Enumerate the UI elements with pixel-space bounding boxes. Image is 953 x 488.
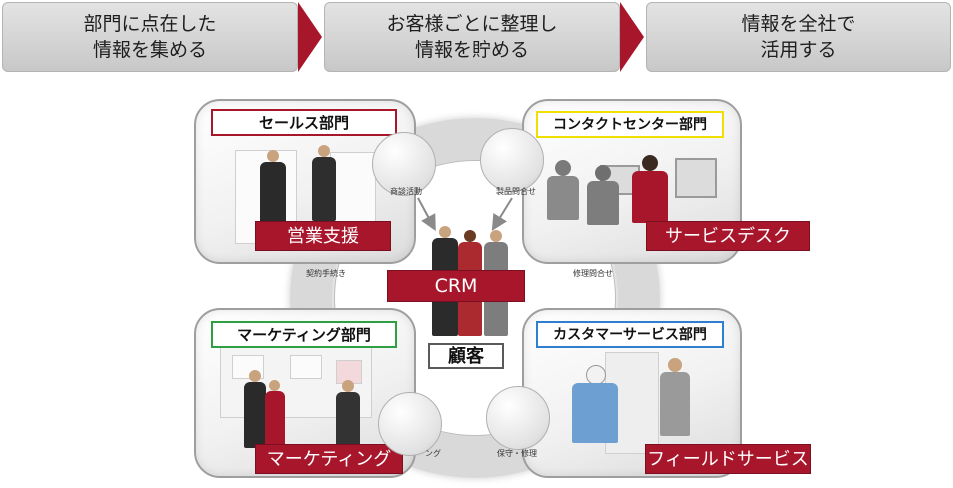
marketer-figure-3 [336, 380, 360, 450]
marketer-figure-2 [265, 380, 285, 448]
operator-figure-2 [585, 165, 621, 227]
sales-dept-title: セールス部門 [211, 109, 397, 136]
customer-service-label: フィールドサービス [645, 444, 811, 474]
marketing-dept-title: マーケティング部門 [211, 321, 397, 348]
bubble-contract-label: 契約手続き [306, 269, 346, 278]
process-step-3: 情報を全社で 活用する [646, 2, 951, 72]
process-arrow-2 [620, 2, 644, 72]
engineer-figure-2 [660, 358, 690, 438]
bubble-sales-activity [372, 132, 436, 196]
bubble-product-inquiry [480, 128, 544, 192]
bubble-repair-inquiry-label: 修理問合せ [573, 269, 613, 278]
contact-label: サービスデスク [646, 221, 810, 251]
customer-label: 顧客 [428, 343, 504, 369]
bubble-marketing-activity [378, 392, 442, 456]
bubble-maintenance [486, 386, 550, 450]
salesman-figure-2 [310, 145, 338, 223]
customer-service-dept-title: カスタマーサービス部門 [536, 321, 724, 348]
operator-figure-1 [545, 160, 581, 222]
bubble-maintenance-label: 保守・修理 [497, 449, 537, 458]
process-step-3-label: 情報を全社で 活用する [741, 13, 856, 61]
engineer-figure-1 [570, 365, 620, 445]
marketing-chart-2 [290, 355, 322, 379]
process-arrow-1 [298, 2, 322, 72]
marketing-label: マーケティング [255, 444, 403, 474]
process-step-2-label: お客様ごとに整理し 情報を貯める [386, 13, 558, 61]
contact-dept-title: コンタクトセンター部門 [536, 111, 724, 138]
process-step-1: 部門に点在した 情報を集める [2, 2, 298, 72]
bubble-product-inquiry-label: 製品問合せ [496, 187, 536, 196]
process-step-2: お客様ごとに整理し 情報を貯める [324, 2, 620, 72]
salesman-figure [258, 150, 288, 230]
crm-label: CRM [387, 270, 525, 302]
bubble-marketing-activity-label: ング [425, 449, 441, 458]
operator-figure-3 [630, 155, 670, 225]
marketer-figure-1 [244, 370, 266, 450]
sales-label: 営業支援 [255, 221, 391, 251]
bubble-sales-activity-label: 商談活動 [390, 187, 422, 196]
contact-monitor-2 [675, 158, 717, 198]
sales-document-2 [330, 152, 376, 234]
process-step-1-label: 部門に点在した 情報を集める [83, 13, 217, 61]
